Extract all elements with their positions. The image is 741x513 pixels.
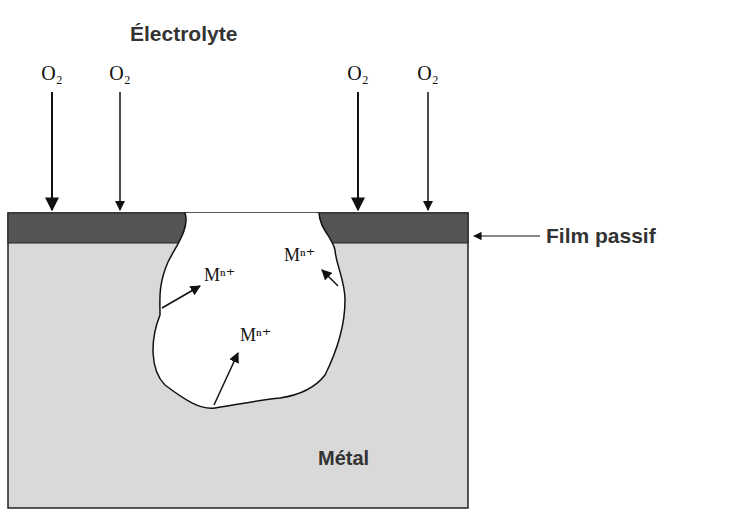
pit-cavity — [153, 213, 345, 408]
oxygen-arrow — [119, 92, 121, 210]
oxygen-arrow — [427, 92, 429, 210]
species-label: O₂ — [347, 62, 368, 84]
oxygen-arrow — [51, 92, 53, 210]
region-label: Électrolyte — [130, 22, 237, 45]
ion-label: Mⁿ⁺ — [240, 326, 271, 346]
ion-label: Mⁿ⁺ — [284, 246, 315, 266]
pit-outline — [153, 213, 345, 408]
ion-arrow — [162, 286, 200, 308]
ion-label: Mⁿ⁺ — [204, 266, 235, 286]
metal-block — [8, 213, 468, 508]
species-label: O₂ — [109, 62, 130, 84]
ion-arrow — [322, 270, 338, 286]
leader-arrow — [474, 235, 540, 236]
species-label: O₂ — [41, 62, 62, 84]
species-label: O₂ — [417, 62, 438, 84]
region-label: Métal — [318, 447, 369, 469]
oxygen-arrow — [357, 92, 359, 210]
part-label: Film passif — [546, 224, 656, 247]
passive-film — [8, 213, 188, 243]
ion-arrow — [214, 353, 238, 405]
passive-film — [316, 213, 468, 243]
